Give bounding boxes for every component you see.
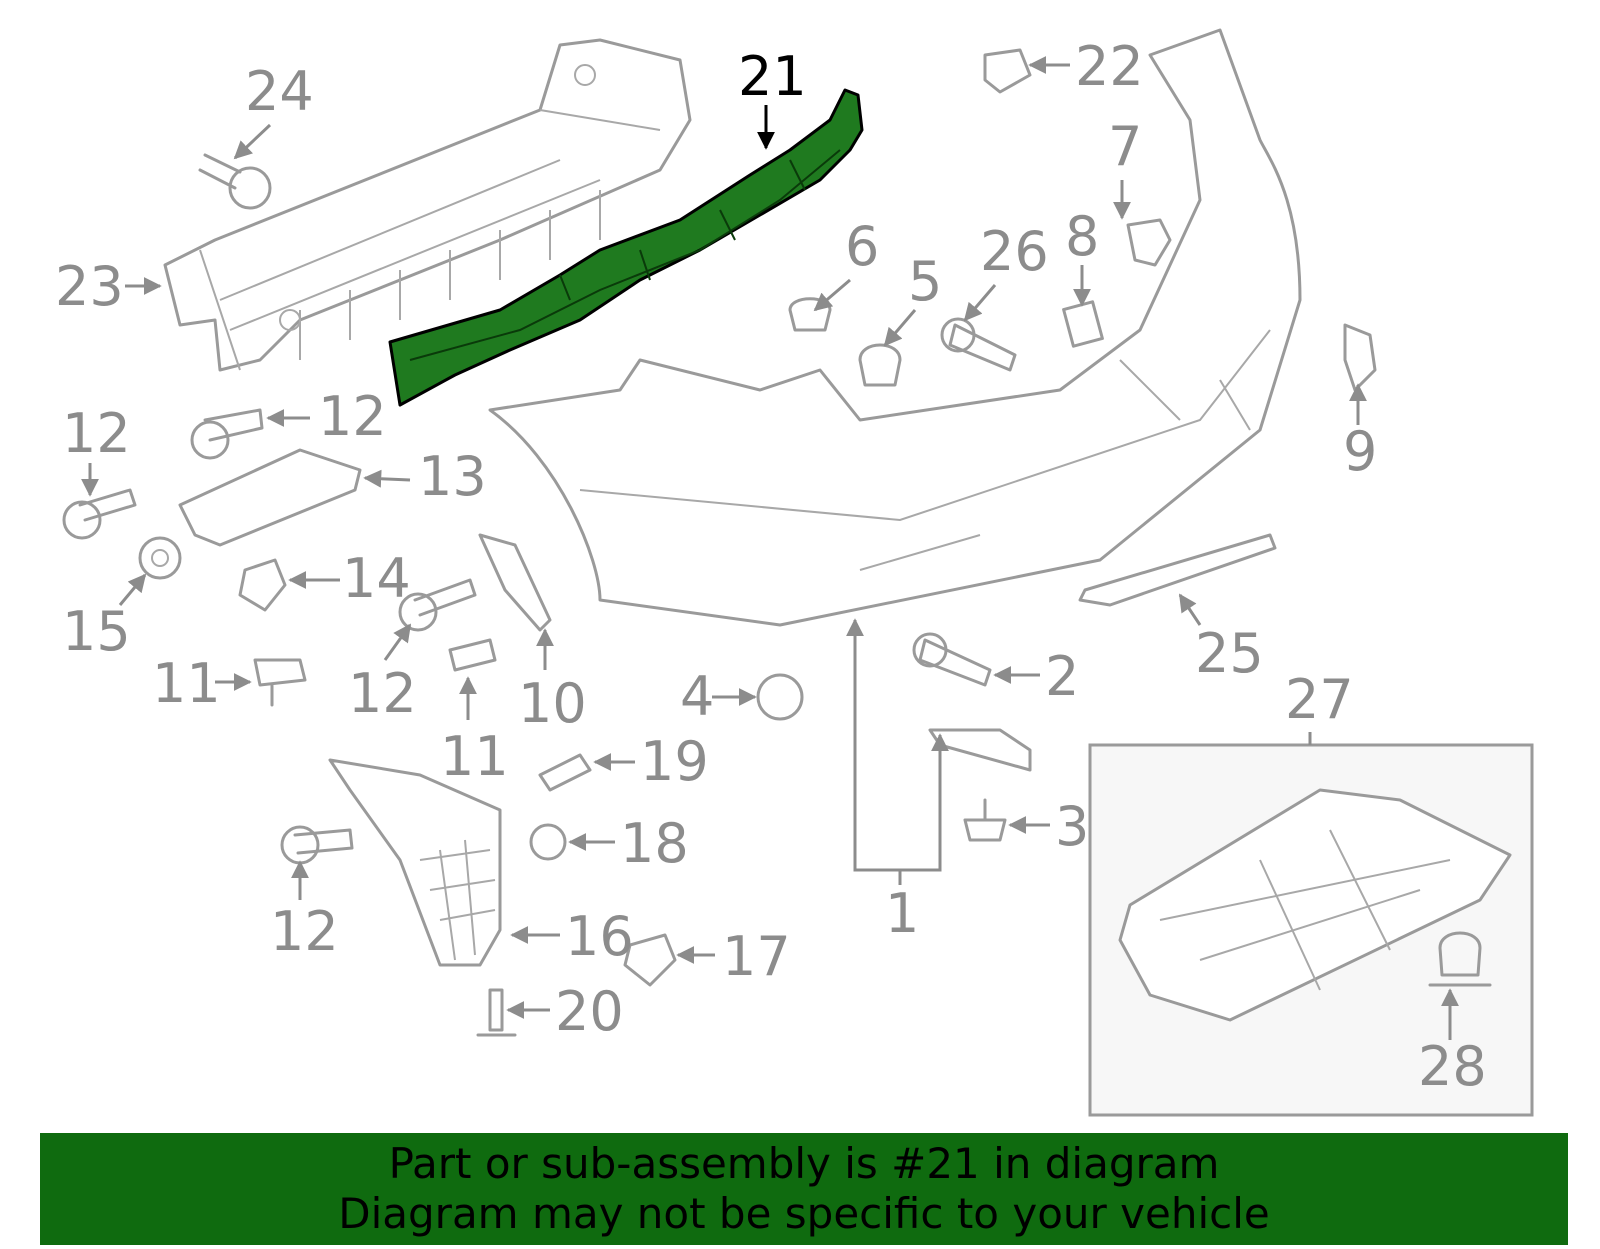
part-2-screw xyxy=(918,638,992,687)
part-1-bumper-cover xyxy=(488,28,1302,627)
callout-11a: 11 xyxy=(152,652,221,715)
part-19-pin xyxy=(538,753,592,792)
part-23-reinforcement-beam xyxy=(163,38,692,372)
part-12d-bolt xyxy=(293,828,354,855)
footer-banner: Part or sub-assembly is #21 in diagram D… xyxy=(40,1133,1568,1245)
part-26-screw xyxy=(948,323,1017,372)
part-4-plug xyxy=(756,673,804,721)
part-16-splash-shield xyxy=(328,758,502,967)
part-17-clip xyxy=(623,933,677,987)
part-8-pad xyxy=(1062,300,1104,348)
callout-23: 23 xyxy=(55,255,124,318)
part-12b-bolt xyxy=(78,488,137,522)
callout-25: 25 xyxy=(1195,622,1264,685)
part-7-bracket xyxy=(1126,218,1172,267)
callout-14: 14 xyxy=(342,547,411,610)
callout-15: 15 xyxy=(62,600,131,663)
part-9-cover xyxy=(1343,323,1377,392)
leader-arrows xyxy=(81,56,1459,1040)
callout-1: 1 xyxy=(885,882,919,945)
part-12c-bolt xyxy=(413,578,477,617)
callout-4: 4 xyxy=(680,665,714,728)
part-11a-clip xyxy=(253,658,307,707)
callout-3: 3 xyxy=(1055,795,1089,858)
part-22-clip xyxy=(983,48,1032,94)
callout-26: 26 xyxy=(980,220,1049,283)
part-3-bracket xyxy=(928,728,1032,772)
callout-17: 17 xyxy=(722,925,791,988)
callout-7: 7 xyxy=(1108,115,1142,178)
callout-13: 13 xyxy=(418,445,487,508)
callout-22: 22 xyxy=(1075,35,1144,98)
part-18-grommet xyxy=(529,823,567,861)
callout-12d: 12 xyxy=(270,900,339,963)
part-11b-clip xyxy=(448,638,497,672)
callout-12a: 12 xyxy=(318,385,387,448)
callout-5: 5 xyxy=(908,250,942,313)
callout-24: 24 xyxy=(245,60,314,123)
callout-27: 27 xyxy=(1285,668,1354,731)
callout-21: 21 xyxy=(738,45,807,108)
part-28-clip xyxy=(1428,931,1492,987)
callout-16: 16 xyxy=(565,905,634,968)
footer-line-1: Part or sub-assembly is #21 in diagram xyxy=(388,1139,1220,1188)
absorber-body xyxy=(388,88,864,407)
callout-labels: 24 23 21 22 7 26 8 6 5 9 12 12 13 14 15 … xyxy=(55,35,1487,1098)
callout-18: 18 xyxy=(620,812,689,875)
part-27-box xyxy=(1088,743,1534,1117)
callout-12c: 12 xyxy=(348,662,417,725)
callout-6: 6 xyxy=(845,215,879,278)
part-20-rivet xyxy=(476,988,517,1037)
part-24-bolt xyxy=(198,153,242,190)
callout-19: 19 xyxy=(640,730,709,793)
callout-28: 28 xyxy=(1418,1035,1487,1098)
callout-11b: 11 xyxy=(440,725,509,788)
callout-8: 8 xyxy=(1065,205,1099,268)
part-5-grommet xyxy=(858,343,902,387)
callout-9: 9 xyxy=(1343,420,1377,483)
part-13-bracket xyxy=(178,448,362,547)
callout-2: 2 xyxy=(1045,645,1079,708)
part-15-nut xyxy=(138,536,182,580)
part-10-bracket xyxy=(478,533,552,632)
part-12a-bolt xyxy=(203,408,264,442)
part-21-energy-absorber xyxy=(388,88,864,407)
part-3-clip xyxy=(963,798,1007,842)
part-14-clip xyxy=(238,558,287,612)
part-25-reflector xyxy=(1078,533,1277,607)
callout-10: 10 xyxy=(518,672,587,735)
callout-12b: 12 xyxy=(62,402,131,465)
callout-20: 20 xyxy=(555,980,624,1043)
footer-line-2: Diagram may not be specific to your vehi… xyxy=(338,1189,1270,1238)
